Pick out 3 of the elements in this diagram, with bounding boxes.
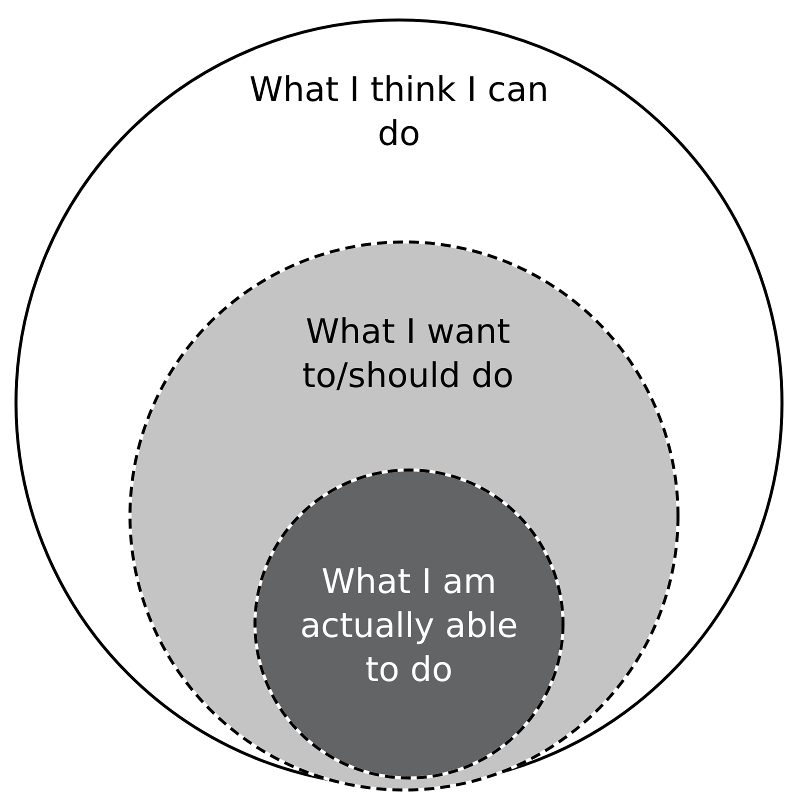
circle-label: What I think I can do [248, 69, 550, 156]
circle-label: What I want to/should do [301, 311, 515, 398]
circle-label: What I am actually able to do [299, 561, 519, 692]
